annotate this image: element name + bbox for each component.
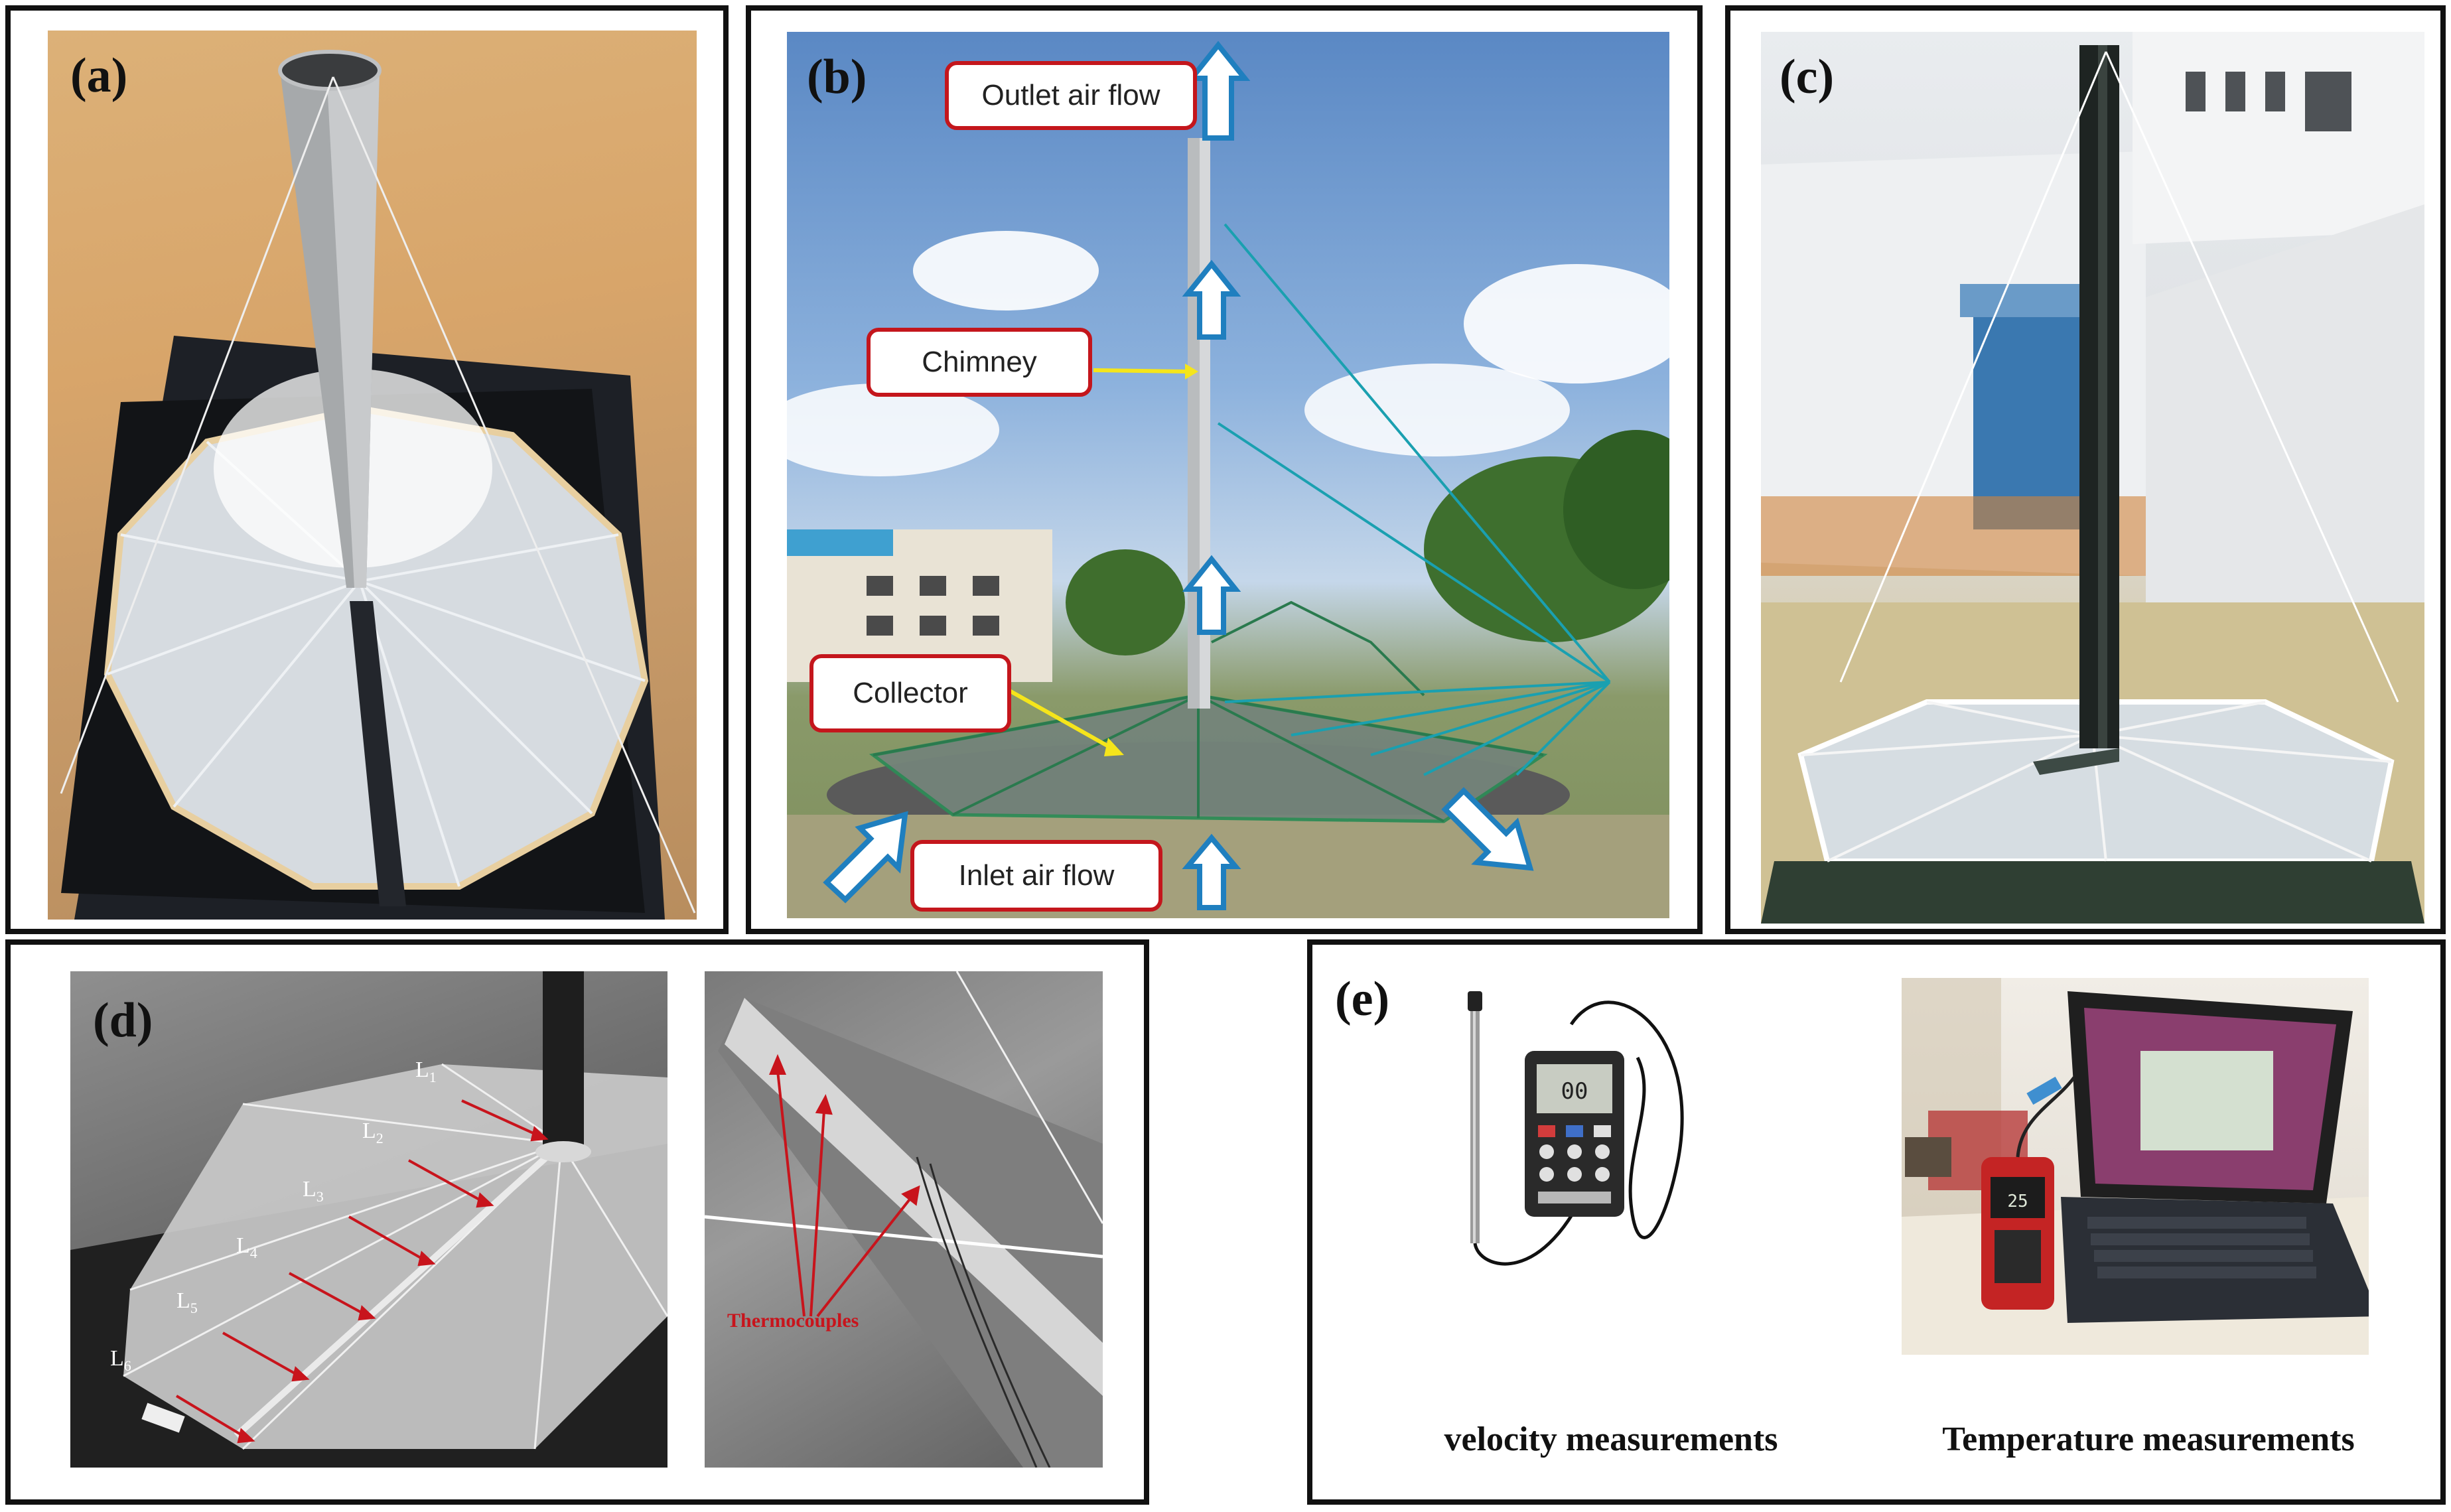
- anemometer-image: 00: [1438, 978, 1730, 1296]
- caption-temperature-measurements: Temperature measurements: [1942, 1420, 2355, 1458]
- inlet-arrow-left-icon: [823, 811, 908, 904]
- thermocouple-arrows: [769, 1054, 920, 1318]
- panel-b-drawing: [787, 40, 1669, 918]
- svg-text:25: 25: [2007, 1192, 2028, 1211]
- panel-c-drawing: [1761, 32, 2424, 924]
- anemometer-icon: 00: [1468, 991, 1684, 1266]
- panel-d-photo-right: Thermocouples: [705, 971, 1103, 1468]
- callout-inlet-air-flow: Inlet air flow: [910, 840, 1162, 912]
- level-label-4: L4: [236, 1233, 257, 1261]
- panel-d-photo-left: L1 L2 L3 L4 L5 L6: [70, 971, 667, 1468]
- chimney-pointer: [1093, 368, 1186, 374]
- panel-a: (a): [5, 5, 729, 934]
- panel-a-label: (a): [70, 48, 128, 103]
- panel-e: (e) 00: [1307, 939, 2446, 1505]
- inlet-arrow-right-icon: [1441, 787, 1534, 871]
- callout-chimney: Chimney: [867, 328, 1092, 397]
- level-label-2: L2: [362, 1119, 384, 1146]
- svg-text:00: 00: [1561, 1078, 1588, 1105]
- panel-c-photo: [1761, 32, 2424, 924]
- sensor-lines: [1217, 223, 1611, 776]
- panel-d-label: (d): [93, 993, 153, 1048]
- panel-c: (c): [1725, 5, 2446, 934]
- chimney-arrow-lower-icon: [1182, 555, 1241, 635]
- chimney-arrow-icon: [1182, 259, 1241, 340]
- inlet-arrow-center-icon: [1182, 833, 1241, 910]
- panel-b: (b) Outlet air flow Chimney Collector In…: [746, 5, 1703, 934]
- panel-d-right-drawing: [705, 971, 1103, 1468]
- outlet-arrow-icon: [1186, 40, 1251, 141]
- level-label-6: L6: [110, 1346, 131, 1374]
- panel-a-photo: [48, 31, 697, 920]
- panel-b-label: (b): [807, 50, 867, 104]
- level-arrows: [175, 1099, 549, 1444]
- panel-b-photo: [787, 32, 1669, 918]
- level-label-3: L3: [303, 1177, 324, 1205]
- temperature-setup-image: 25: [1902, 978, 2369, 1355]
- panel-c-label: (c): [1780, 50, 1835, 104]
- caption-velocity-measurements: velocity measurements: [1444, 1420, 1778, 1458]
- panel-e-label: (e): [1335, 972, 1390, 1026]
- collector-pointer: [1005, 687, 1113, 750]
- callout-outlet-air-flow: Outlet air flow: [945, 61, 1197, 130]
- level-label-5: L5: [176, 1288, 198, 1316]
- callout-collector: Collector: [809, 654, 1011, 732]
- thermocouples-label: Thermocouples: [727, 1310, 859, 1332]
- panel-d-left-drawing: [70, 971, 667, 1468]
- panel-a-drawing: [60, 50, 696, 920]
- level-label-1: L1: [415, 1058, 437, 1085]
- temperature-setup-drawing: 25: [1902, 978, 2369, 1355]
- panel-d: L1 L2 L3 L4 L5 L6 Thermocouples (d): [5, 939, 1149, 1505]
